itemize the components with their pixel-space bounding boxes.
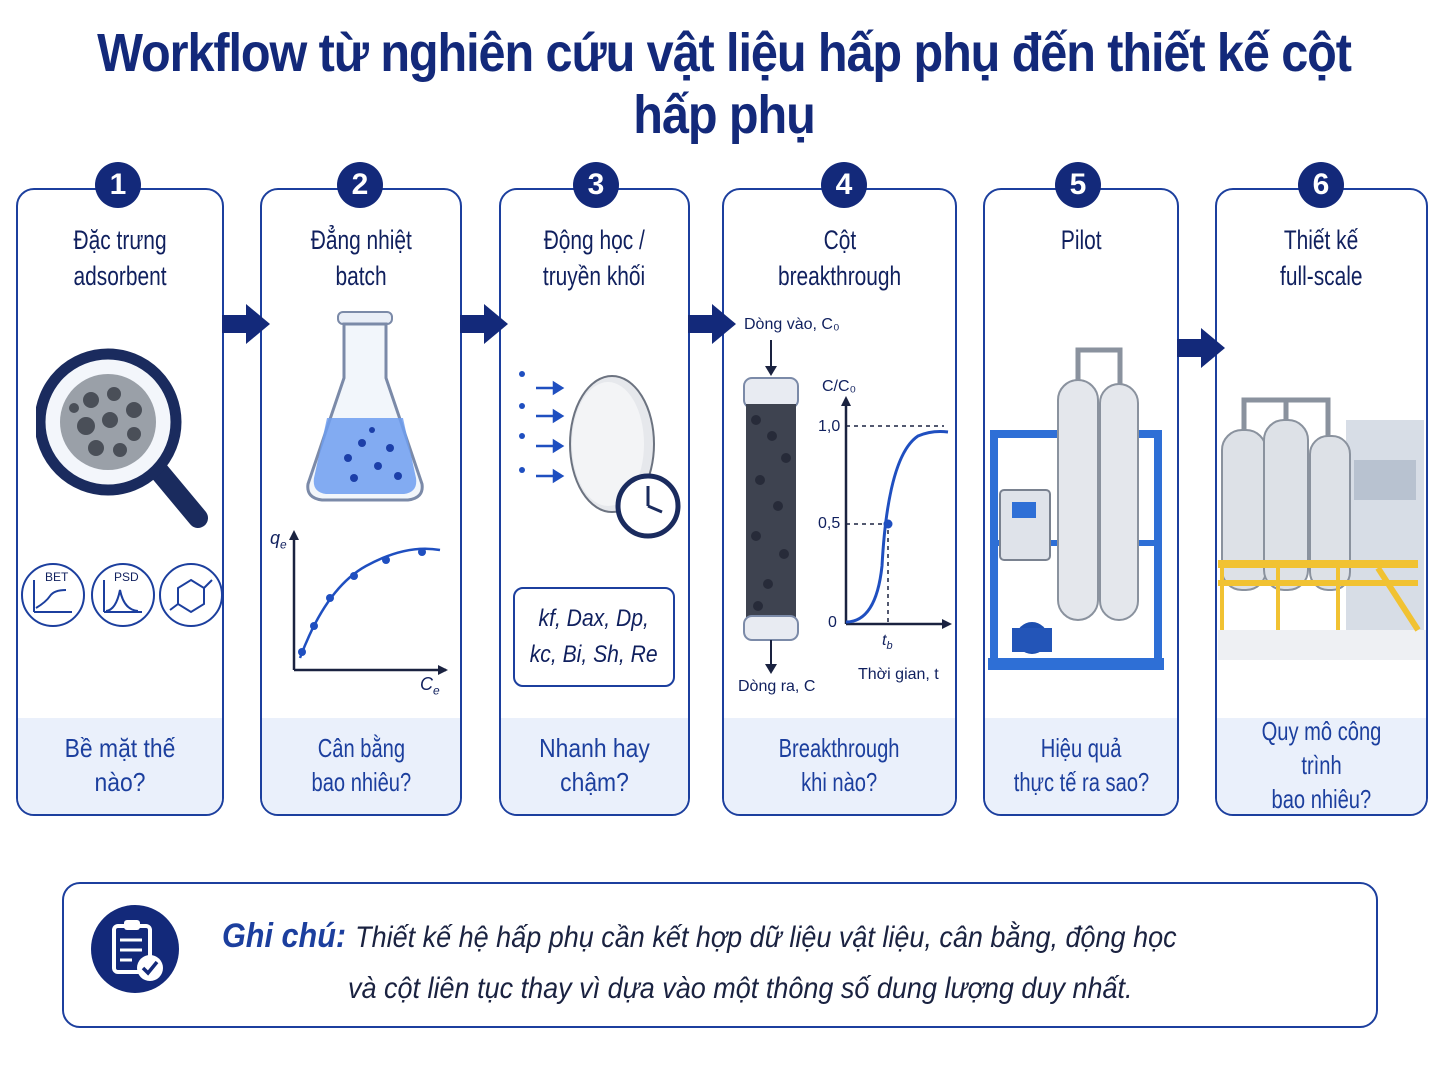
mass-transfer-particle-icon	[519, 371, 681, 539]
step-number-badge: 6	[1298, 162, 1344, 208]
note-label: Ghi chú:	[222, 917, 347, 955]
page-title: Workflow từ nghiên cứu vật liệu hấp phụ …	[97, 23, 1352, 145]
psd-label: PSD	[114, 570, 139, 584]
psd-chart-icon	[91, 563, 155, 627]
magnifier-porous-particle-icon	[36, 348, 208, 528]
step-question: Bề mặt thế nào?	[18, 718, 222, 814]
step-title: Động học /truyền khối	[543, 225, 646, 292]
molecule-structure-icon	[159, 563, 223, 627]
x-axis-label: Ce	[420, 674, 440, 698]
y-axis-label: qe	[270, 528, 287, 552]
arrow-right-icon	[1177, 328, 1225, 368]
arrow-right-icon	[222, 304, 270, 344]
step-title: Pilot	[1060, 225, 1102, 255]
tick-label: 0,5	[818, 515, 841, 532]
outlet-label: Dòng ra, C	[738, 678, 816, 695]
mass-transfer-parameters: kf, Dax, Dp, kc, Bi, Sh, Re	[513, 587, 675, 687]
full-scale-plant-icon	[1218, 397, 1426, 660]
tick-label: 0	[828, 614, 837, 631]
step-question: Nhanh hay chậm?	[501, 718, 688, 814]
adsorption-column-icon	[743, 340, 799, 674]
note-box	[62, 882, 1378, 1028]
arrow-right-icon	[460, 304, 508, 344]
pilot-plant-icon	[988, 347, 1164, 670]
bet-label: BET	[45, 570, 69, 584]
erlenmeyer-flask-icon	[306, 311, 424, 502]
breakthrough-time-label: tb	[882, 632, 893, 653]
step-number-badge: 2	[337, 162, 383, 208]
step-number-badge: 5	[1055, 162, 1101, 208]
step-number-badge: 3	[573, 162, 619, 208]
clipboard-check-icon	[91, 905, 179, 993]
note-text: Ghi chú:Thiết kế hệ hấp phụ cần kết hợp …	[222, 917, 1177, 1006]
y-axis-label: C/C₀	[822, 378, 857, 395]
bet-chart-icon	[21, 563, 85, 627]
tick-label: 1,0	[818, 418, 841, 435]
isotherm-chart	[289, 530, 448, 675]
breakthrough-curve-chart	[841, 396, 952, 629]
step-number-badge: 4	[821, 162, 867, 208]
x-axis-label: Thời gian, t	[858, 666, 939, 683]
step-number-badge: 1	[95, 162, 141, 208]
inlet-label: Dòng vào, C₀	[744, 316, 840, 333]
arrow-right-icon	[688, 304, 736, 344]
